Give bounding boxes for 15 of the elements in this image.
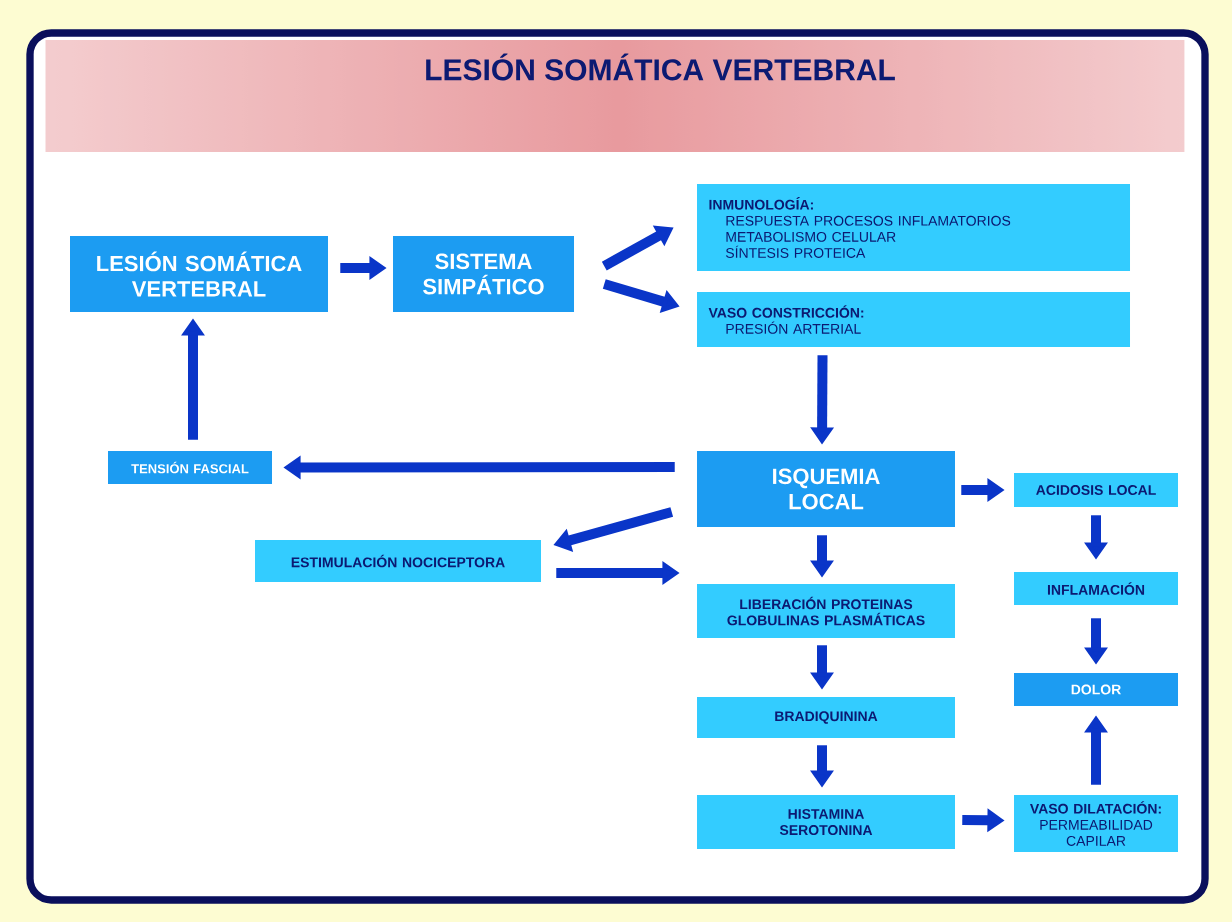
process-box: ACIDOSIS LOCAL [1014, 473, 1178, 507]
process-box: VASO DILATACIÓN: PERMEABILIDAD CAPILAR [1014, 795, 1178, 852]
process-box: BRADIQUININA [697, 697, 955, 738]
process-box: LIBERACIÓN PROTEINAS GLOBULINAS PLASMÁTICAS [697, 584, 955, 638]
process-box: DOLOR [1014, 673, 1178, 706]
process-box: LESIÓN SOMÁTICA VERTEBRAL [70, 236, 328, 312]
process-box: VASO CONSTRICCIÓN: PRESIÓN ARTERIAL [697, 292, 1130, 347]
process-box: INFLAMACIÓN [1014, 572, 1178, 605]
process-box: INMUNOLOGÍA: RESPUESTA PROCESOS INFLAMATORIOS METABOLISMO CELULAR SÍNTESIS PROTEICA [697, 184, 1130, 271]
process-box: TENSIÓN FASCIAL [108, 451, 272, 484]
process-box: ESTIMULACIÓN NOCICEPTORA [255, 540, 541, 582]
process-box: HISTAMINA SEROTONINA [697, 795, 955, 849]
title: LESIÓN SOMÁTICA VERTEBRAL [426, 53, 895, 81]
process-box: ISQUEMIA LOCAL [697, 451, 955, 527]
process-box: SISTEMA SIMPÁTICO [393, 236, 574, 312]
